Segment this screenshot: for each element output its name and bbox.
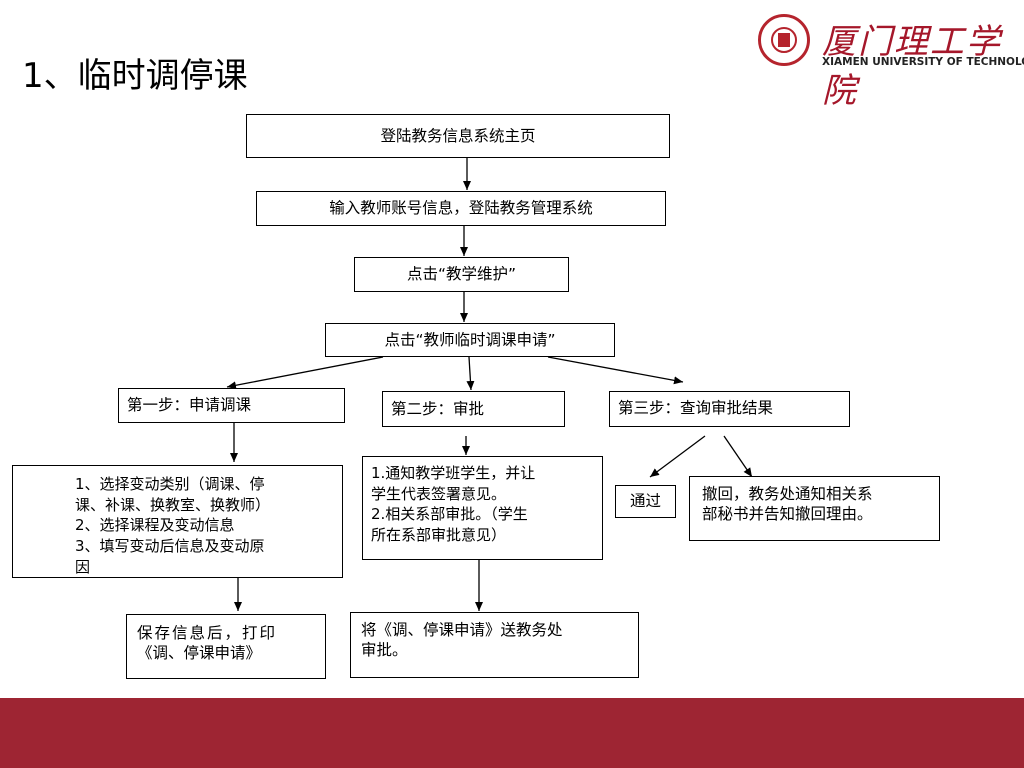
step2-detail-line: 1.通知教学班学生，并让 — [371, 464, 536, 482]
arrow-apply-to-step2 — [466, 356, 475, 391]
node-login-portal-text: 登陆教务信息系统主页 — [380, 126, 536, 145]
node-step1-detail: 1、选择变动类别（调课、停 课、补课、换教室、换教师） 2、选择课程及变动信息 … — [12, 465, 343, 578]
flow-connectors — [226, 158, 753, 611]
step2-result-line: 审批。 — [361, 641, 408, 660]
node-step1-text: 第一步：申请调课 — [127, 396, 252, 414]
university-seal-icon — [758, 14, 810, 66]
step2-detail-line: 学生代表签署意见。 — [371, 484, 507, 503]
node-step2-result: 将《调、停课申请》送教务处 审批。 — [350, 612, 639, 678]
node-enter-account-text: 输入教师账号信息，登陆教务管理系统 — [329, 199, 593, 218]
step2-detail-line: 2.相关系部审批。（学生 — [371, 505, 528, 524]
node-reject: 撤回，教务处通知相关系 部秘书并告知撤回理由。 — [689, 476, 940, 541]
arrow-apply-to-step3 — [547, 356, 684, 385]
node-click-apply-text: 点击“教师临时调课申请” — [384, 330, 556, 349]
node-step2: 第二步：审批 — [382, 391, 565, 427]
step1-detail-line: 2、选择课程及变动信息 — [75, 516, 235, 535]
node-click-teaching: 点击“教学维护” — [354, 257, 569, 292]
arrow-step3-to-reject — [723, 435, 753, 478]
footer-band — [0, 698, 1024, 768]
step1-result-line: 保存信息后，打印 — [137, 624, 278, 642]
step1-detail-line: 因 — [75, 557, 91, 576]
node-click-teaching-text: 点击“教学维护” — [406, 265, 517, 284]
node-click-apply: 点击“教师临时调课申请” — [325, 323, 615, 357]
arrow-step3-to-pass — [649, 435, 706, 478]
arrow-apply-to-step1 — [226, 356, 384, 390]
step1-detail-line: 3、填写变动后信息及变动原 — [75, 537, 265, 556]
node-pass: 通过 — [615, 485, 676, 518]
node-step3: 第三步：查询审批结果 — [609, 391, 850, 427]
step1-result-line: 《调、停课申请》 — [137, 644, 262, 663]
node-step3-text: 第三步：查询审批结果 — [618, 399, 774, 417]
reject-line: 撤回，教务处通知相关系 — [702, 485, 873, 503]
node-enter-account: 输入教师账号信息，登陆教务管理系统 — [256, 191, 666, 226]
university-logo: 厦门理工学院 XIAMEN UNIVERSITY OF TECHNOLOGY — [758, 14, 1024, 111]
node-step2-detail: 1.通知教学班学生，并让 学生代表签署意见。 2.相关系部审批。（学生 所在系部… — [362, 456, 603, 560]
node-pass-text: 通过 — [629, 492, 661, 511]
reject-line: 部秘书并告知撤回理由。 — [702, 505, 873, 524]
step2-result-line: 将《调、停课申请》送教务处 — [361, 621, 563, 639]
node-step1-result: 保存信息后，打印 《调、停课申请》 — [126, 614, 326, 679]
node-step1: 第一步：申请调课 — [118, 388, 345, 423]
step1-detail-line: 1、选择变动类别（调课、停 — [75, 475, 265, 493]
step2-detail-line: 所在系部审批意见） — [371, 526, 507, 545]
step1-detail-line: 课、补课、换教室、换教师） — [75, 495, 271, 514]
slide-title: 1、临时调停课 — [22, 56, 248, 96]
node-step2-text: 第二步：审批 — [391, 400, 485, 418]
logo-name-cn: 厦门理工学院 — [822, 22, 1002, 111]
logo-name-en: XIAMEN UNIVERSITY OF TECHNOLOGY — [822, 56, 1024, 68]
node-login-portal: 登陆教务信息系统主页 — [246, 114, 670, 158]
